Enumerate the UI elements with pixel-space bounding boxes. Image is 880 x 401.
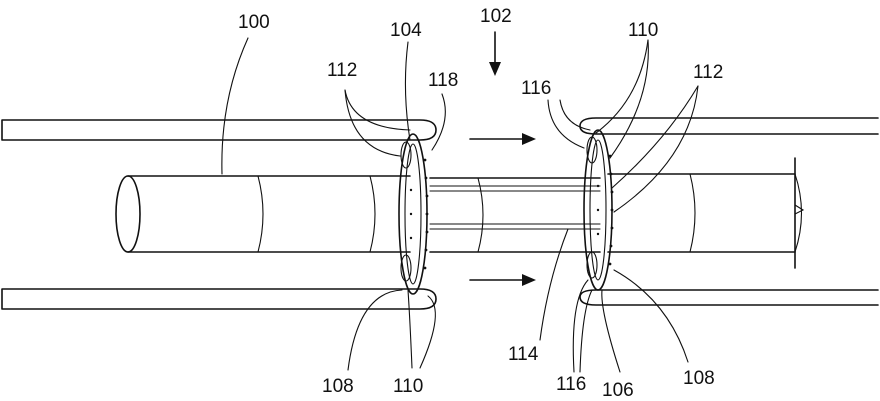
- label-114: 114: [508, 344, 539, 365]
- label-116-upper: 116: [521, 78, 551, 99]
- upper-right-conduit: [580, 118, 878, 134]
- label-108-right: 108: [683, 368, 715, 389]
- label-104: 104: [390, 20, 422, 41]
- right-ring-assembly: [584, 130, 613, 290]
- label-116-lower: 116: [556, 374, 586, 395]
- central-shaft: [430, 178, 600, 252]
- label-110-lower: 110: [393, 376, 423, 397]
- right-cylinder: [608, 158, 803, 268]
- label-110-upper: 110: [628, 20, 658, 41]
- label-100: 100: [238, 12, 270, 33]
- label-118: 118: [428, 70, 458, 91]
- flow-arrow-lower: [470, 274, 536, 286]
- label-112-right: 112: [693, 62, 723, 83]
- leader-lines: [222, 38, 698, 372]
- lower-right-conduit: [580, 290, 878, 305]
- label-112-left: 112: [327, 60, 357, 81]
- flow-arrow-upper: [470, 133, 536, 145]
- reference-labels: 100 102 104 112 118 116 110 112 108 110 …: [238, 6, 723, 401]
- label-108-left: 108: [322, 376, 354, 397]
- label-102: 102: [480, 6, 512, 27]
- upper-left-conduit: [2, 120, 436, 140]
- main-cylinder: [116, 176, 410, 252]
- label-106: 106: [602, 380, 634, 401]
- left-ring-assembly: [399, 134, 428, 294]
- reference-arrow-102: [489, 32, 501, 76]
